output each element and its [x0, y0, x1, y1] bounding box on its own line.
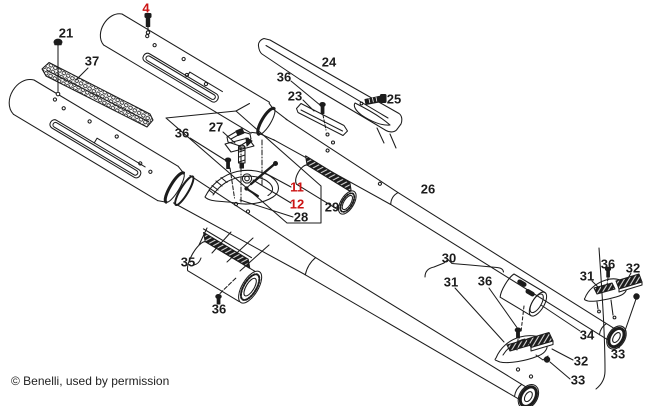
sight-base-23-drawing [295, 101, 349, 145]
part-label-33-b: 33 [610, 346, 626, 362]
group-30-bracket [424, 247, 606, 390]
lower-barrel-drawing [172, 174, 540, 406]
part-label-12: 12 [289, 196, 305, 212]
heat-shield-guide-lines [198, 227, 270, 272]
sling-swivel-assembly-drawing [204, 127, 279, 214]
barrel-clamp-right-drawing [583, 266, 643, 320]
leader-lines [75, 67, 637, 380]
screw-21-drawing [53, 38, 63, 97]
part-label-35: 35 [180, 254, 196, 270]
part-label-33-a: 33 [570, 372, 586, 388]
screw-36-heat-shield-drawing [215, 277, 237, 305]
part-label-32-a: 32 [573, 353, 589, 369]
sleeve-34-axis-line [520, 305, 525, 333]
part-label-23: 23 [287, 88, 303, 104]
part-label-28: 28 [293, 209, 309, 225]
part-label-34: 34 [579, 327, 595, 343]
rail-37-drawing [41, 61, 154, 128]
part-label-36-b: 36 [174, 125, 190, 141]
forend-tube-upper-drawing [99, 13, 288, 141]
part-label-37: 37 [84, 53, 100, 69]
part-label-31-a: 31 [443, 274, 459, 290]
part-label-27: 27 [208, 119, 224, 135]
part-label-36-e: 36 [600, 256, 616, 272]
detail-box-29-outline [165, 102, 322, 224]
part-label-30: 30 [441, 250, 457, 266]
mid-barrel-clamp-drawing [295, 155, 357, 215]
screw-25-drawing [359, 93, 387, 106]
barrel-clamp-left-drawing [494, 327, 554, 379]
part-label-11: 11 [290, 179, 304, 195]
heat-shield-35-drawing [187, 228, 263, 304]
sleeve-34-drawing [499, 273, 548, 317]
part-label-36-c: 36 [211, 301, 227, 317]
copyright-notice: © Benelli, used by permission [11, 374, 170, 388]
part-label-31-b: 31 [579, 268, 595, 284]
part-label-26: 26 [420, 181, 436, 197]
screw-4-drawing [144, 12, 152, 35]
part-label-32-b: 32 [625, 260, 641, 276]
part-label-4: 4 [142, 0, 150, 16]
part-label-29: 29 [324, 199, 340, 215]
part-label-21: 21 [58, 25, 74, 41]
part-label-24: 24 [321, 54, 337, 70]
part-label-36-d: 36 [477, 273, 493, 289]
rib-24-drawing [257, 37, 403, 149]
part-label-36-a: 36 [276, 69, 292, 85]
barrel-26-drawing [272, 118, 627, 350]
part-label-25: 25 [386, 91, 402, 107]
